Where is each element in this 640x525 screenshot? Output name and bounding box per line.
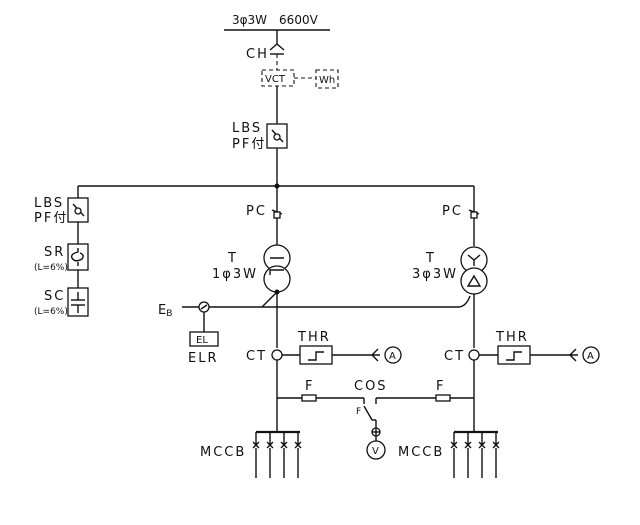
mccb-left-label: MCCB: [200, 445, 246, 460]
fuse-right-label: F: [436, 379, 445, 394]
ct-right-symbol: [468, 349, 480, 361]
wh-label: Wh: [319, 75, 335, 86]
ct-left-label: CT: [246, 349, 267, 364]
vct-box: [261, 69, 295, 87]
el-box: [189, 331, 219, 347]
t-left-spec: 1φ3W: [212, 267, 258, 282]
thr-right-symbol: [497, 345, 531, 365]
cable-head-symbol: [269, 43, 285, 70]
cos-switch-symbol: [363, 398, 377, 428]
ammeter-left-symbol: [371, 346, 402, 364]
zct-symbol: [198, 301, 210, 313]
t-right-spec: 3φ3W: [412, 267, 458, 282]
transformer-right-symbol: [460, 246, 488, 295]
capacitor-symbol: [67, 287, 89, 317]
lbs-left-label-2: PF付: [34, 211, 68, 226]
wh-meter-box: [315, 69, 339, 89]
pc-left-symbol: [271, 206, 283, 219]
ammeter-right-label: A: [587, 351, 594, 362]
lbs-left-symbol: [67, 197, 89, 223]
eb-label-sub: B: [166, 309, 172, 319]
eb-label-main: E: [158, 303, 166, 318]
lbs-main-label-1: LBS: [232, 121, 262, 136]
cos-f-label: F: [356, 407, 361, 417]
t-left-label: T: [227, 251, 238, 266]
t-right-label: T: [425, 251, 436, 266]
source-label: 3φ3W 6600V: [232, 13, 319, 27]
el-label: EL: [196, 335, 208, 346]
fuse-left-label: F: [305, 379, 314, 394]
ch-label: CH: [246, 47, 269, 62]
lbs-main-symbol: [266, 123, 288, 149]
elr-label: ELR: [188, 351, 219, 366]
thr-right-label: THR: [495, 330, 529, 345]
sc-label: SC: [44, 289, 65, 304]
grounding-link-right: [457, 295, 471, 308]
transformer-left-symbol: [263, 244, 291, 293]
vct-label: VCT: [265, 74, 286, 85]
pc-left-label: PC: [246, 204, 267, 219]
fuse-right-symbol: [435, 394, 451, 402]
thr-left-symbol: [299, 345, 333, 365]
eb-label: EB: [158, 303, 172, 319]
thr-left-label: THR: [297, 330, 331, 345]
pc-right-label: PC: [442, 204, 463, 219]
sc-note: (L=6%): [34, 307, 68, 317]
sr-label: SR: [44, 245, 65, 260]
ammeter-left-label: A: [389, 351, 396, 362]
cos-label: COS: [354, 379, 388, 394]
lbs-main-label-2: PF付: [232, 137, 266, 152]
voltmeter-symbol: [366, 440, 386, 460]
ct-left-symbol: [271, 349, 283, 361]
voltmeter-label: V: [372, 446, 379, 457]
left-mccb-breakers: [252, 432, 302, 478]
vt-symbol: [371, 427, 381, 437]
pc-right-symbol: [468, 206, 480, 219]
series-reactor-symbol: [67, 243, 89, 271]
ct-right-label: CT: [444, 349, 465, 364]
right-mccb-breakers: [450, 432, 500, 478]
lbs-left-label-1: LBS: [34, 196, 64, 211]
ammeter-right-symbol: [569, 346, 600, 364]
sr-note: (L=6%): [34, 263, 68, 273]
mccb-right-label: MCCB: [398, 445, 444, 460]
fuse-left-symbol: [301, 394, 317, 402]
grounding-link-left: [261, 291, 278, 308]
